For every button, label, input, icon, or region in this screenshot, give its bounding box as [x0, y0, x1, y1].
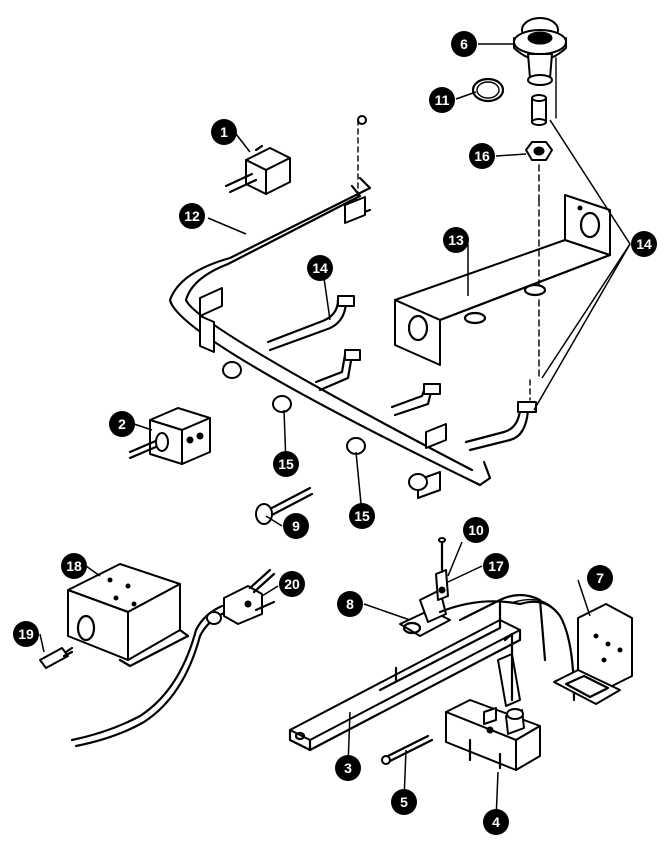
- pilot-screw-assembly: [435, 537, 449, 601]
- callout-14b: 14: [631, 231, 657, 257]
- callout-15b: 15: [349, 503, 375, 529]
- igniter-switch: [224, 144, 291, 195]
- callout-1: 1: [211, 119, 237, 145]
- callout-2: 2: [109, 411, 135, 437]
- manifold-screw: [357, 115, 367, 125]
- callout-19: 19: [13, 621, 39, 647]
- svg-text:17: 17: [488, 558, 504, 574]
- callout-8: 8: [337, 591, 363, 617]
- callout-10: 10: [463, 517, 489, 543]
- mounting-screw: [381, 734, 434, 765]
- svg-text:18: 18: [66, 558, 82, 574]
- orifice-tubes: [222, 295, 537, 491]
- callout-16: 16: [469, 143, 495, 169]
- callout-14a: 14: [307, 255, 333, 281]
- burner-bracket: [394, 194, 612, 366]
- svg-text:5: 5: [400, 794, 408, 810]
- callout-3: 3: [335, 755, 361, 781]
- leader-lines: [39, 43, 631, 821]
- hex-nut: [525, 141, 553, 161]
- svg-text:7: 7: [596, 570, 604, 586]
- callout-20: 20: [279, 571, 305, 597]
- oven-burner-tube: [288, 593, 547, 752]
- svg-text:20: 20: [284, 576, 300, 592]
- svg-text:10: 10: [468, 522, 484, 538]
- wire-harness: [70, 568, 276, 748]
- o-ring: [471, 77, 505, 103]
- callout-17: 17: [483, 553, 509, 579]
- svg-text:8: 8: [346, 596, 354, 612]
- callout-13: 13: [443, 227, 469, 253]
- regulator-nipple: [531, 94, 547, 126]
- spark-electrode: [39, 646, 74, 669]
- svg-text:9: 9: [292, 518, 300, 534]
- gas-manifold: [168, 119, 492, 499]
- svg-text:11: 11: [435, 92, 450, 108]
- callout-5: 5: [391, 789, 417, 815]
- svg-text:19: 19: [18, 626, 34, 642]
- callout-9: 9: [283, 513, 309, 539]
- svg-text:15: 15: [278, 456, 294, 472]
- oven-safety-valve: [445, 699, 541, 771]
- svg-text:13: 13: [448, 232, 464, 248]
- svg-text:15: 15: [354, 508, 370, 524]
- svg-text:14: 14: [636, 236, 652, 252]
- mounting-bracket: [553, 603, 633, 705]
- svg-text:12: 12: [184, 208, 200, 224]
- callout-7: 7: [587, 565, 613, 591]
- igniter-lead-fitting: [255, 486, 314, 525]
- callout-11: 11: [429, 87, 455, 113]
- svg-text:2: 2: [118, 416, 126, 432]
- svg-text:4: 4: [492, 814, 500, 830]
- svg-text:6: 6: [460, 36, 468, 52]
- spark-module: [67, 563, 190, 668]
- burner-valve: [128, 407, 211, 465]
- svg-text:1: 1: [220, 124, 228, 140]
- callout-12: 12: [179, 203, 205, 229]
- svg-text:14: 14: [312, 260, 328, 276]
- callout-18: 18: [61, 553, 87, 579]
- callout-15a: 15: [273, 451, 299, 477]
- callout-4: 4: [483, 809, 509, 835]
- callout-6: 6: [451, 31, 477, 57]
- svg-text:3: 3: [344, 760, 352, 776]
- pressure-regulator: [513, 17, 567, 119]
- svg-text:16: 16: [474, 148, 490, 164]
